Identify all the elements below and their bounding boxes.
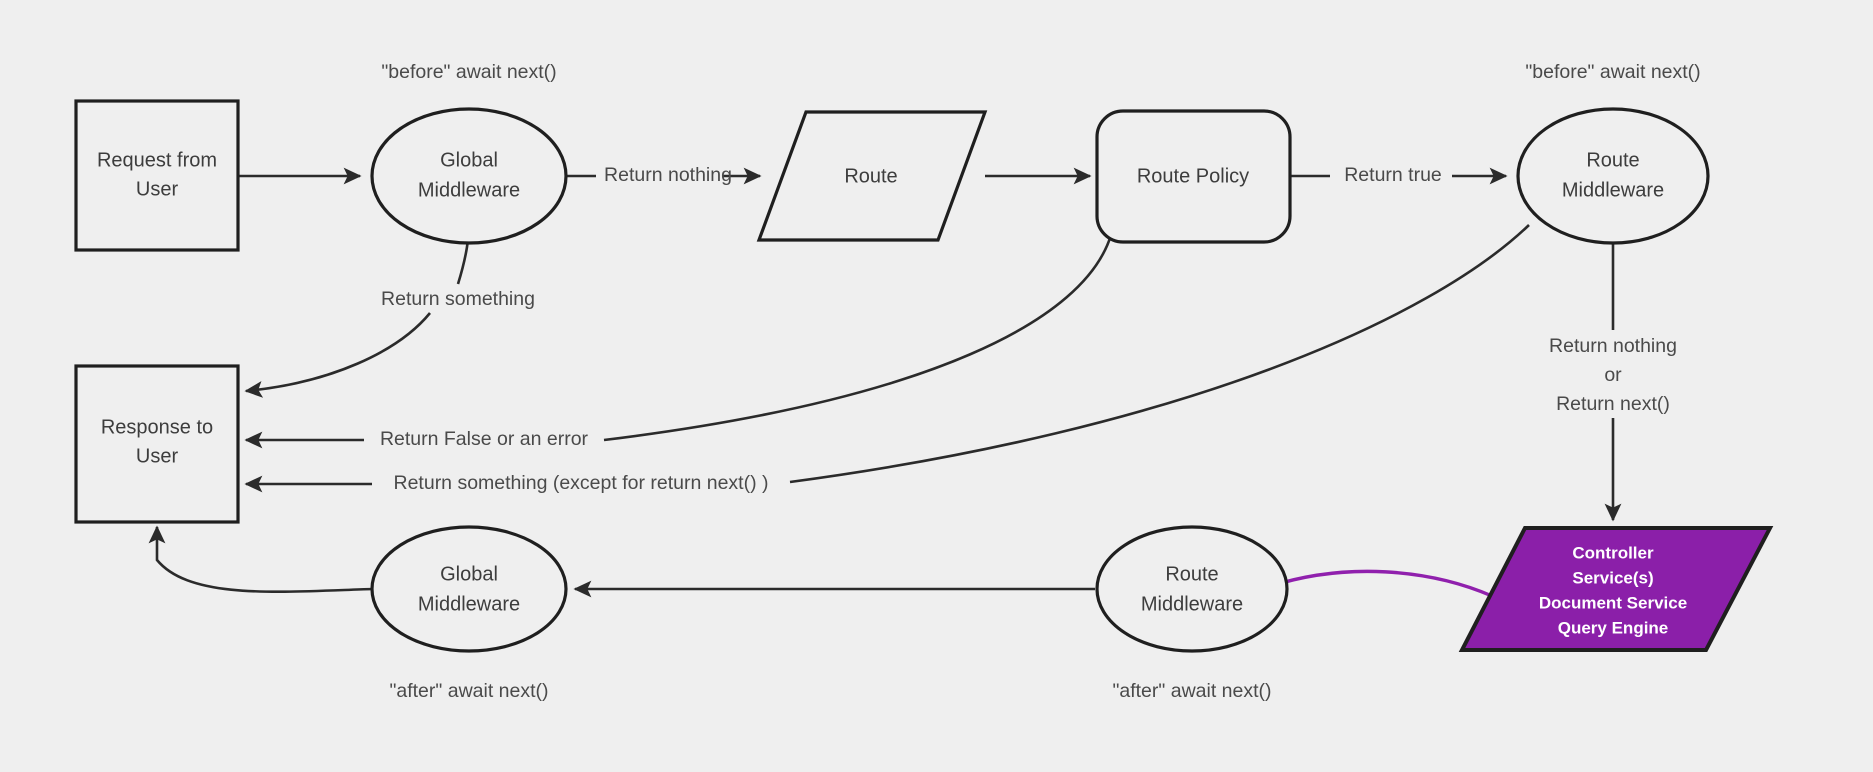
node-request-from-user-line1: Request from [97, 149, 217, 171]
node-global-middleware-bottom-line1: Global [440, 563, 498, 585]
node-global-middleware-bottom-line2: Middleware [418, 593, 520, 615]
node-route[interactable]: Route [756, 110, 988, 242]
node-route-label: Route [844, 165, 897, 187]
node-controller-services[interactable]: Controller Service(s) Document Service Q… [1458, 526, 1774, 652]
edge-route-policy-to-response-curve [603, 234, 1113, 442]
node-controller-services-line1: Controller [1572, 543, 1654, 562]
edge-label-return-nothing-or-next-line1: Return nothing [1549, 335, 1677, 357]
node-response-to-user[interactable]: Response to User [74, 364, 240, 524]
node-global-middleware-bottom[interactable]: Global Middleware [370, 525, 568, 653]
annotation-before-await-next-left: "before" await next() [381, 61, 556, 83]
node-global-middleware-top[interactable]: Global Middleware [370, 107, 568, 245]
node-route-middleware-bottom-line1: Route [1165, 563, 1218, 585]
node-request-from-user[interactable]: Request from User [74, 99, 240, 252]
node-controller-services-line2: Service(s) [1572, 568, 1653, 587]
node-route-middleware-bottom[interactable]: Route Middleware [1095, 525, 1289, 653]
node-route-policy[interactable]: Route Policy [1095, 109, 1292, 244]
edge-label-return-nothing-or-next-line3: Return next() [1556, 393, 1670, 415]
edge-global-middleware-to-response-lower [244, 312, 432, 398]
node-global-middleware-top-line1: Global [440, 149, 498, 171]
edge-global-middleware-bottom-to-response [148, 525, 373, 593]
node-global-middleware-top-line2: Middleware [418, 179, 520, 201]
node-response-to-user-line1: Response to [101, 416, 213, 438]
edge-controller-to-route-middleware-bottom [1260, 569, 1493, 598]
annotation-before-await-next-right: "before" await next() [1525, 61, 1700, 83]
edge-label-return-nothing: Return nothing [604, 164, 732, 186]
node-route-middleware-top-line2: Middleware [1562, 179, 1664, 201]
edge-label-return-true: Return true [1344, 164, 1442, 186]
node-controller-services-line3: Document Service [1539, 593, 1687, 612]
node-route-policy-label: Route Policy [1137, 165, 1249, 187]
annotation-after-await-next-right: "after" await next() [1112, 680, 1271, 702]
node-response-to-user-line2: User [136, 445, 179, 467]
annotation-after-await-next-left: "after" await next() [389, 680, 548, 702]
node-route-middleware-top-line1: Route [1586, 149, 1639, 171]
edge-label-return-nothing-or-next-line2: or [1604, 364, 1622, 386]
edge-route-middleware-to-response-curve [789, 224, 1530, 484]
node-request-from-user-line2: User [136, 178, 179, 200]
edge-label-return-false-or-error: Return False or an error [380, 428, 589, 450]
node-controller-services-line4: Query Engine [1558, 618, 1669, 637]
node-route-middleware-bottom-line2: Middleware [1141, 593, 1243, 615]
edge-label-return-something-except: Return something (except for return next… [394, 472, 769, 494]
node-route-middleware-top[interactable]: Route Middleware [1516, 107, 1710, 245]
edge-label-return-something: Return something [381, 288, 535, 310]
